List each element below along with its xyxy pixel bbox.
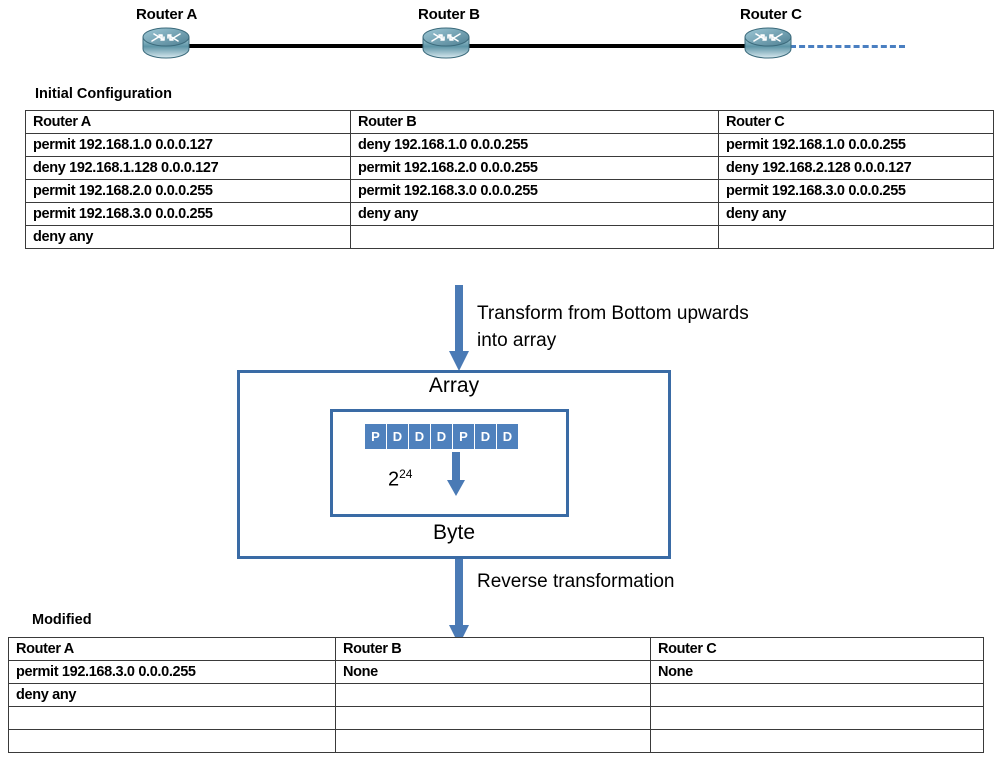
acl-cell: [718, 225, 994, 249]
reverse-down-arrow: [446, 559, 472, 647]
link-c-external-dashed: [790, 45, 905, 48]
acl-cell: [8, 706, 336, 730]
initial-configuration-table: Router A Router B Router C permit 192.16…: [25, 110, 994, 249]
table-row: Router A Router B Router C: [25, 110, 994, 134]
array-cell: D: [409, 424, 430, 449]
array-title: Array: [428, 374, 480, 397]
acl-cell: deny any: [718, 202, 994, 226]
reverse-note: Reverse transformation: [477, 571, 675, 592]
acl-cell: [335, 706, 651, 730]
table-row: permit 192.168.2.0 0.0.0.255 permit 192.…: [25, 179, 994, 203]
acl-cell: deny 192.168.2.128 0.0.0.127: [718, 156, 994, 180]
acl-cell: permit 192.168.2.0 0.0.0.255: [25, 179, 351, 203]
transform-note: Transform from Bottom upwards into array: [477, 300, 749, 354]
acl-cell: permit 192.168.1.0 0.0.0.255: [718, 133, 994, 157]
router-b-label: Router B: [418, 6, 480, 23]
acl-cell: None: [335, 660, 651, 684]
acl-cell: permit 192.168.3.0 0.0.0.255: [350, 179, 719, 203]
acl-cell: permit 192.168.3.0 0.0.0.255: [8, 660, 336, 684]
power-exponent: 24: [399, 467, 413, 481]
link-b-c: [452, 44, 762, 48]
router-icon: [140, 26, 192, 60]
acl-cell: [350, 225, 719, 249]
byte-title: Byte: [432, 521, 476, 544]
router-c-label: Router C: [740, 6, 802, 23]
array-cell: D: [497, 424, 518, 449]
table-row: deny any: [25, 225, 994, 249]
power-label: 224: [388, 467, 412, 492]
array-cell: D: [387, 424, 408, 449]
header-cell: Router A: [25, 110, 351, 134]
acl-cell: [335, 683, 651, 707]
acl-cell: deny any: [350, 202, 719, 226]
acl-cell: permit 192.168.1.0 0.0.0.127: [25, 133, 351, 157]
router-a-label: Router A: [136, 6, 198, 23]
modified-caption: Modified: [32, 612, 92, 628]
header-cell: Router B: [335, 637, 651, 661]
table-row: deny 192.168.1.128 0.0.0.127 permit 192.…: [25, 156, 994, 180]
acl-cell: permit 192.168.2.0 0.0.0.255: [350, 156, 719, 180]
acl-cell: [8, 729, 336, 753]
acl-cell: [650, 683, 984, 707]
array-cells-strip: P D D D P D D: [365, 424, 518, 449]
acl-cell: None: [650, 660, 984, 684]
acl-cell: deny any: [25, 225, 351, 249]
router-icon: [742, 26, 794, 60]
array-cell: P: [453, 424, 474, 449]
table-row: permit 192.168.1.0 0.0.0.127 deny 192.16…: [25, 133, 994, 157]
acl-cell: deny 192.168.1.0 0.0.0.255: [350, 133, 719, 157]
array-cell: D: [475, 424, 496, 449]
byte-down-arrow: [443, 452, 469, 497]
table-row: deny any: [8, 683, 984, 707]
acl-cell: [335, 729, 651, 753]
acl-cell: deny 192.168.1.128 0.0.0.127: [25, 156, 351, 180]
header-cell: Router C: [650, 637, 984, 661]
header-cell: Router C: [718, 110, 994, 134]
initial-configuration-caption: Initial Configuration: [35, 86, 172, 102]
modified-configuration-table: Router A Router B Router C permit 192.16…: [8, 637, 984, 753]
table-row: [8, 706, 984, 730]
table-row: permit 192.168.3.0 0.0.0.255 deny any de…: [25, 202, 994, 226]
table-row: permit 192.168.3.0 0.0.0.255 None None: [8, 660, 984, 684]
transform-note-line2: into array: [477, 330, 557, 351]
transform-down-arrow: [446, 285, 472, 373]
header-cell: Router B: [350, 110, 719, 134]
table-row: [8, 729, 984, 753]
acl-cell: [650, 706, 984, 730]
header-cell: Router A: [8, 637, 336, 661]
acl-cell: permit 192.168.3.0 0.0.0.255: [25, 202, 351, 226]
table-row: Router A Router B Router C: [8, 637, 984, 661]
link-a-b: [180, 44, 440, 48]
transform-note-line1: Transform from Bottom upwards: [477, 303, 749, 324]
power-base: 2: [388, 468, 400, 491]
acl-cell: [650, 729, 984, 753]
array-cell: P: [365, 424, 386, 449]
array-cell: D: [431, 424, 452, 449]
router-icon: [420, 26, 472, 60]
acl-cell: deny any: [8, 683, 336, 707]
acl-cell: permit 192.168.3.0 0.0.0.255: [718, 179, 994, 203]
